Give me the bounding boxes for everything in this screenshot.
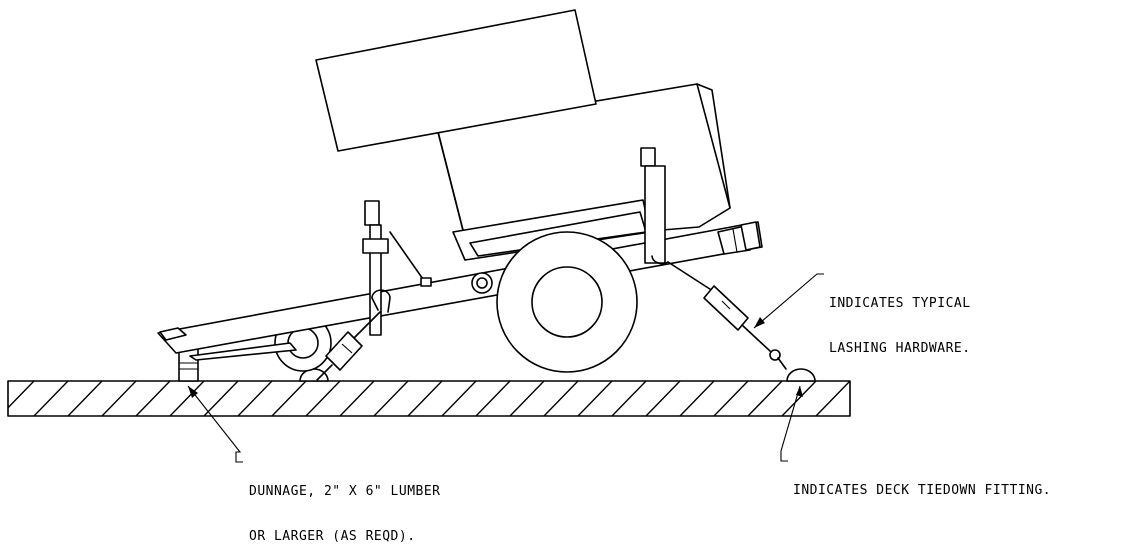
label-dunnage: DUNNAGE, 2" X 6" LUMBER OR LARGER (AS RE… [249, 454, 441, 559]
deck-hatch-line [407, 381, 443, 416]
lashing-hardware-left [316, 289, 391, 381]
ship-deck [7, 380, 851, 417]
deck-hatch-line [849, 414, 850, 416]
deck-hatch-line [33, 381, 69, 416]
deck-hatch-line [679, 381, 715, 416]
deck-hatch-line [441, 381, 477, 416]
deck-hatch-line [237, 381, 273, 416]
deck-hatch-line [169, 381, 205, 416]
label-lashing-hardware: INDICATES TYPICAL LASHING HARDWARE. [829, 266, 971, 371]
deck-tiedown-fitting-right [786, 368, 816, 382]
deck-hatch-line [577, 381, 613, 416]
deck-hatch-line [611, 381, 647, 416]
label-dunnage-line2: OR LARGER (AS REQD). [249, 529, 416, 544]
label-dunnage-line1: DUNNAGE, 2" X 6" LUMBER [249, 484, 441, 499]
support-jack-right [640, 147, 669, 265]
deck-hatch-line [781, 381, 817, 416]
label-lashing-line2: LASHING HARDWARE. [829, 341, 971, 356]
leader-dunnage [187, 385, 243, 463]
deck-hatch-line [67, 381, 103, 416]
deck-hatch-line [305, 381, 341, 416]
deck-hatch-line [509, 381, 545, 416]
support-jack-left [362, 200, 432, 336]
deck-tiedown-fitting-left [299, 368, 329, 382]
deck-hatch-line [373, 381, 409, 416]
label-deck-tiedown-fitting: INDICATES DECK TIEDOWN FITTING. [793, 453, 1051, 513]
deck-hatch-line [271, 381, 307, 416]
deck-hatch-line [101, 381, 137, 416]
trailer-lashing-diagram [7, 9, 851, 463]
label-lashing-line1: INDICATES TYPICAL [829, 296, 971, 311]
tow-hitch [717, 221, 761, 255]
deck-hatch-line [8, 381, 35, 409]
deck-hatch-line [135, 381, 171, 416]
deck-hatch-line [713, 381, 749, 416]
deck-hatch-line [747, 381, 783, 416]
deck-hatch-line [475, 381, 511, 416]
deck-hatch-line [815, 381, 850, 416]
deck-hatch-line [339, 381, 375, 416]
leader-fitting [780, 385, 803, 462]
main-wheel [471, 231, 638, 373]
dunnage-block [178, 348, 199, 382]
deck-hatch-line [203, 381, 239, 416]
generator-top-enclosure [315, 9, 597, 152]
deck-hatch-line [645, 381, 681, 416]
leader-lashing [753, 273, 824, 329]
lashing-hardware-right [667, 261, 787, 370]
deck-hatch-line [543, 381, 579, 416]
label-fitting-text: INDICATES DECK TIEDOWN FITTING. [793, 483, 1052, 498]
